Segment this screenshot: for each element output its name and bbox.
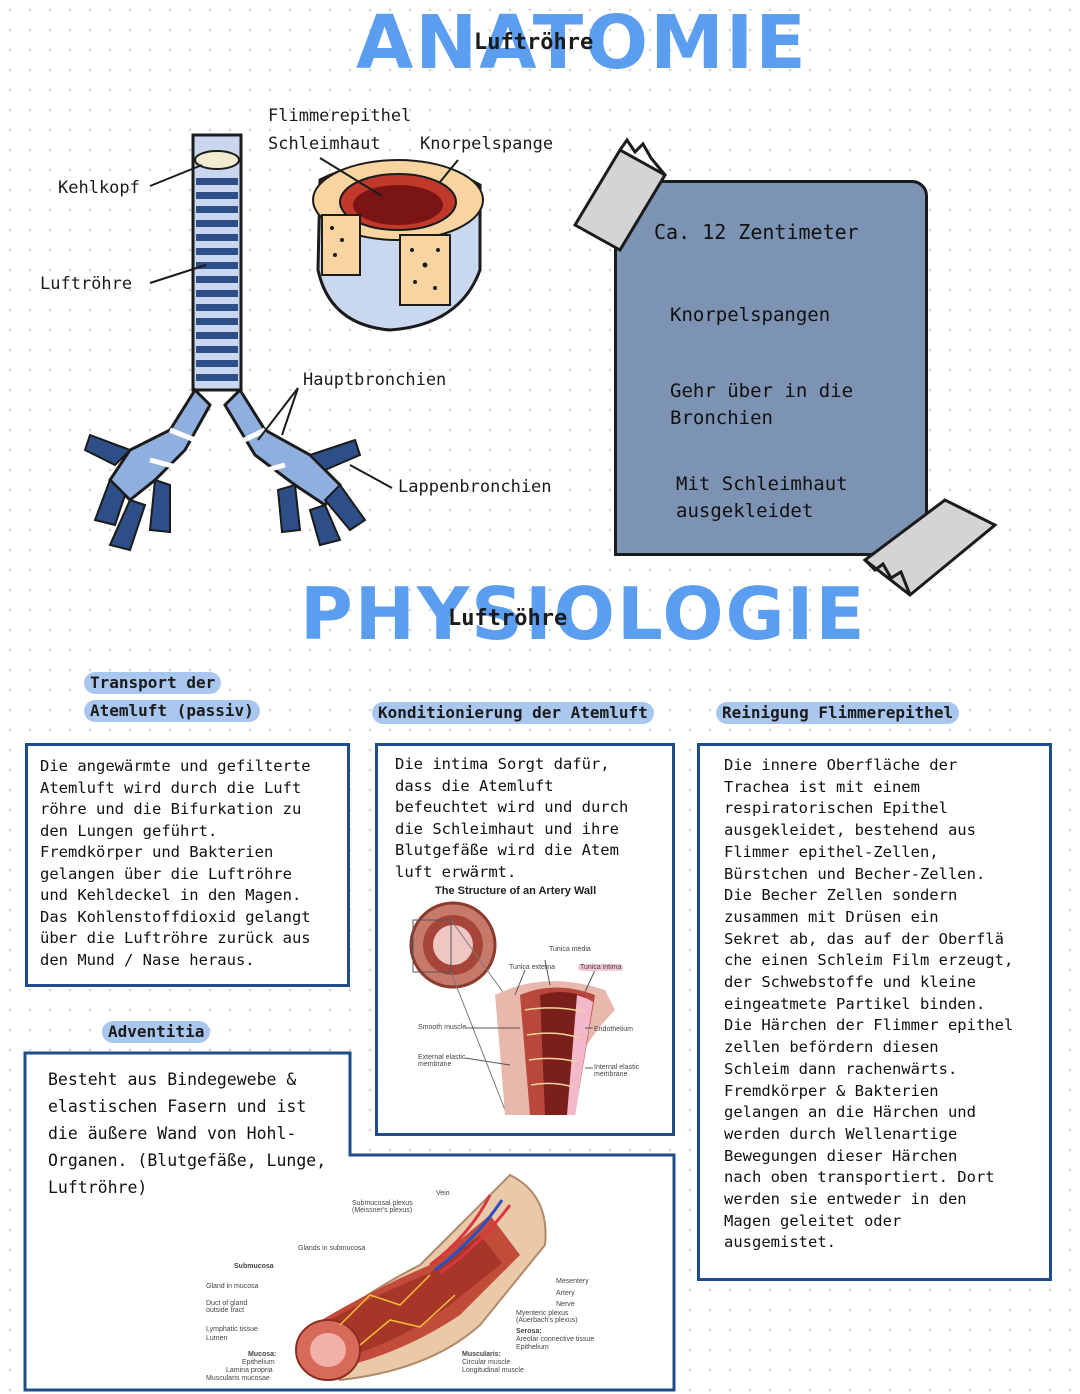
tract-label-muscularis: Muscularis: xyxy=(462,1351,501,1358)
label-hauptbronchien: Hauptbronchien xyxy=(303,370,447,390)
artery-label-smooth-muscle: Smooth muscle xyxy=(418,1024,467,1031)
anatomy-info-card xyxy=(614,180,928,556)
konditionierung-text: Die intima Sorgt dafür, dass die Atemluf… xyxy=(395,755,629,881)
tape-top-icon xyxy=(572,137,668,253)
label-lappenbronchien: Lappenbronchien xyxy=(398,477,552,497)
tract-label-submucosal-plexus: Submucosal plexus (Meissner's plexus) xyxy=(352,1200,413,1214)
label-schleimhaut: Schleimhaut xyxy=(268,134,381,154)
tract-label-longitudinal-muscle: Longitudinal muscle xyxy=(462,1367,524,1374)
card-item-bronchien: Gehr über in die Bronchien xyxy=(670,380,854,429)
tract-label-lamina-propria: Lamina propria xyxy=(226,1367,273,1374)
tract-label-epithelium-1: Epithelium xyxy=(242,1359,275,1366)
artery-label-tunica-intima: Tunica intima xyxy=(578,964,624,971)
artery-figure-caption: The Structure of an Artery Wall xyxy=(435,885,597,897)
tract-label-mucosa: Mucosa: xyxy=(248,1351,277,1358)
adventitia-text: Besteht aus Bindegewebe & elastischen Fa… xyxy=(48,1070,327,1197)
tract-label-gland-mucosa: Gland in mucosa xyxy=(206,1283,259,1290)
tract-label-mesentery: Mesentery xyxy=(556,1278,589,1285)
label-knorpelspange: Knorpelspange xyxy=(420,134,554,154)
tract-label-circular-muscle: Circular muscle xyxy=(462,1359,511,1366)
tract-label-duct: Duct of gland outside tract xyxy=(206,1300,248,1314)
physiology-title: PHYSIOLOGIE xyxy=(300,572,867,656)
card-item-knorpelspangen: Knorpelspangen xyxy=(670,304,831,326)
reinigung-text: Die innere Oberfläche der Trachea ist mi… xyxy=(724,756,1014,1252)
artery-label-tunica-media: Tunica media xyxy=(549,946,591,953)
tract-label-muscularis-mucosae: Muscularis mucosae xyxy=(206,1375,270,1382)
tract-label-submucosa: Submucosa xyxy=(234,1263,274,1270)
label-kehlkopf: Kehlkopf xyxy=(58,178,140,198)
artery-label-tunica-externa: Tunica externa xyxy=(509,964,556,971)
reinigung-box xyxy=(697,743,1052,1281)
tract-label-myenteric: Myenteric plexus (Auerbach's plexus) xyxy=(516,1310,578,1324)
tract-label-lumen: Lumen xyxy=(206,1335,228,1342)
tract-label-vein: Vein xyxy=(436,1190,450,1197)
tract-label-nerve: Nerve xyxy=(556,1301,575,1308)
tract-label-serosa: Serosa: xyxy=(516,1328,542,1335)
artery-label-endothelium: Endothelium xyxy=(594,1026,633,1033)
reinigung-heading: Reinigung Flimmerepithel xyxy=(716,702,960,724)
label-flimmerepithel: Flimmerepithel xyxy=(268,106,412,126)
transport-box xyxy=(25,743,350,987)
anatomy-title: ANATOMIE xyxy=(356,0,808,86)
tract-label-epithelium-2: Epithelium xyxy=(516,1344,549,1351)
artery-wall-illustration xyxy=(409,901,615,1115)
physiology-subtitle: Luftröhre xyxy=(448,606,568,631)
artery-label-external-elastic: External elastic membrane xyxy=(418,1054,466,1068)
tract-label-artery: Artery xyxy=(556,1290,575,1297)
tract-label-glands-submucosa: Glands in submucosa xyxy=(298,1245,366,1252)
card-item-schleimhaut: Mit Schleimhaut ausgekleidet xyxy=(676,473,848,522)
tape-bottom-icon xyxy=(862,498,998,597)
transport-text: Die angewärmte und gefilterte Atemluft w… xyxy=(40,757,311,969)
trachea-illustration xyxy=(83,133,484,552)
card-item-length: Ca. 12 Zentimeter xyxy=(654,220,859,244)
digestive-tract-illustration xyxy=(295,1173,547,1382)
transport-heading-line2: Atemluft (passiv) xyxy=(84,700,260,722)
anatomy-subtitle: Luftröhre xyxy=(474,30,594,55)
label-luftroehre: Luftröhre xyxy=(40,274,133,294)
tract-label-lymphatic: Lymphatic tissue xyxy=(206,1326,258,1333)
konditionierung-heading: Konditionierung der Atemluft xyxy=(372,702,654,724)
transport-heading-line1: Transport der xyxy=(84,672,222,694)
artery-label-internal-elastic: Internal elastic membrane xyxy=(594,1064,640,1078)
tract-label-areolar: Areolar connective tissue xyxy=(516,1336,595,1343)
adventitia-heading: Adventitia xyxy=(102,1021,211,1043)
adventitia-box xyxy=(23,1051,676,1392)
